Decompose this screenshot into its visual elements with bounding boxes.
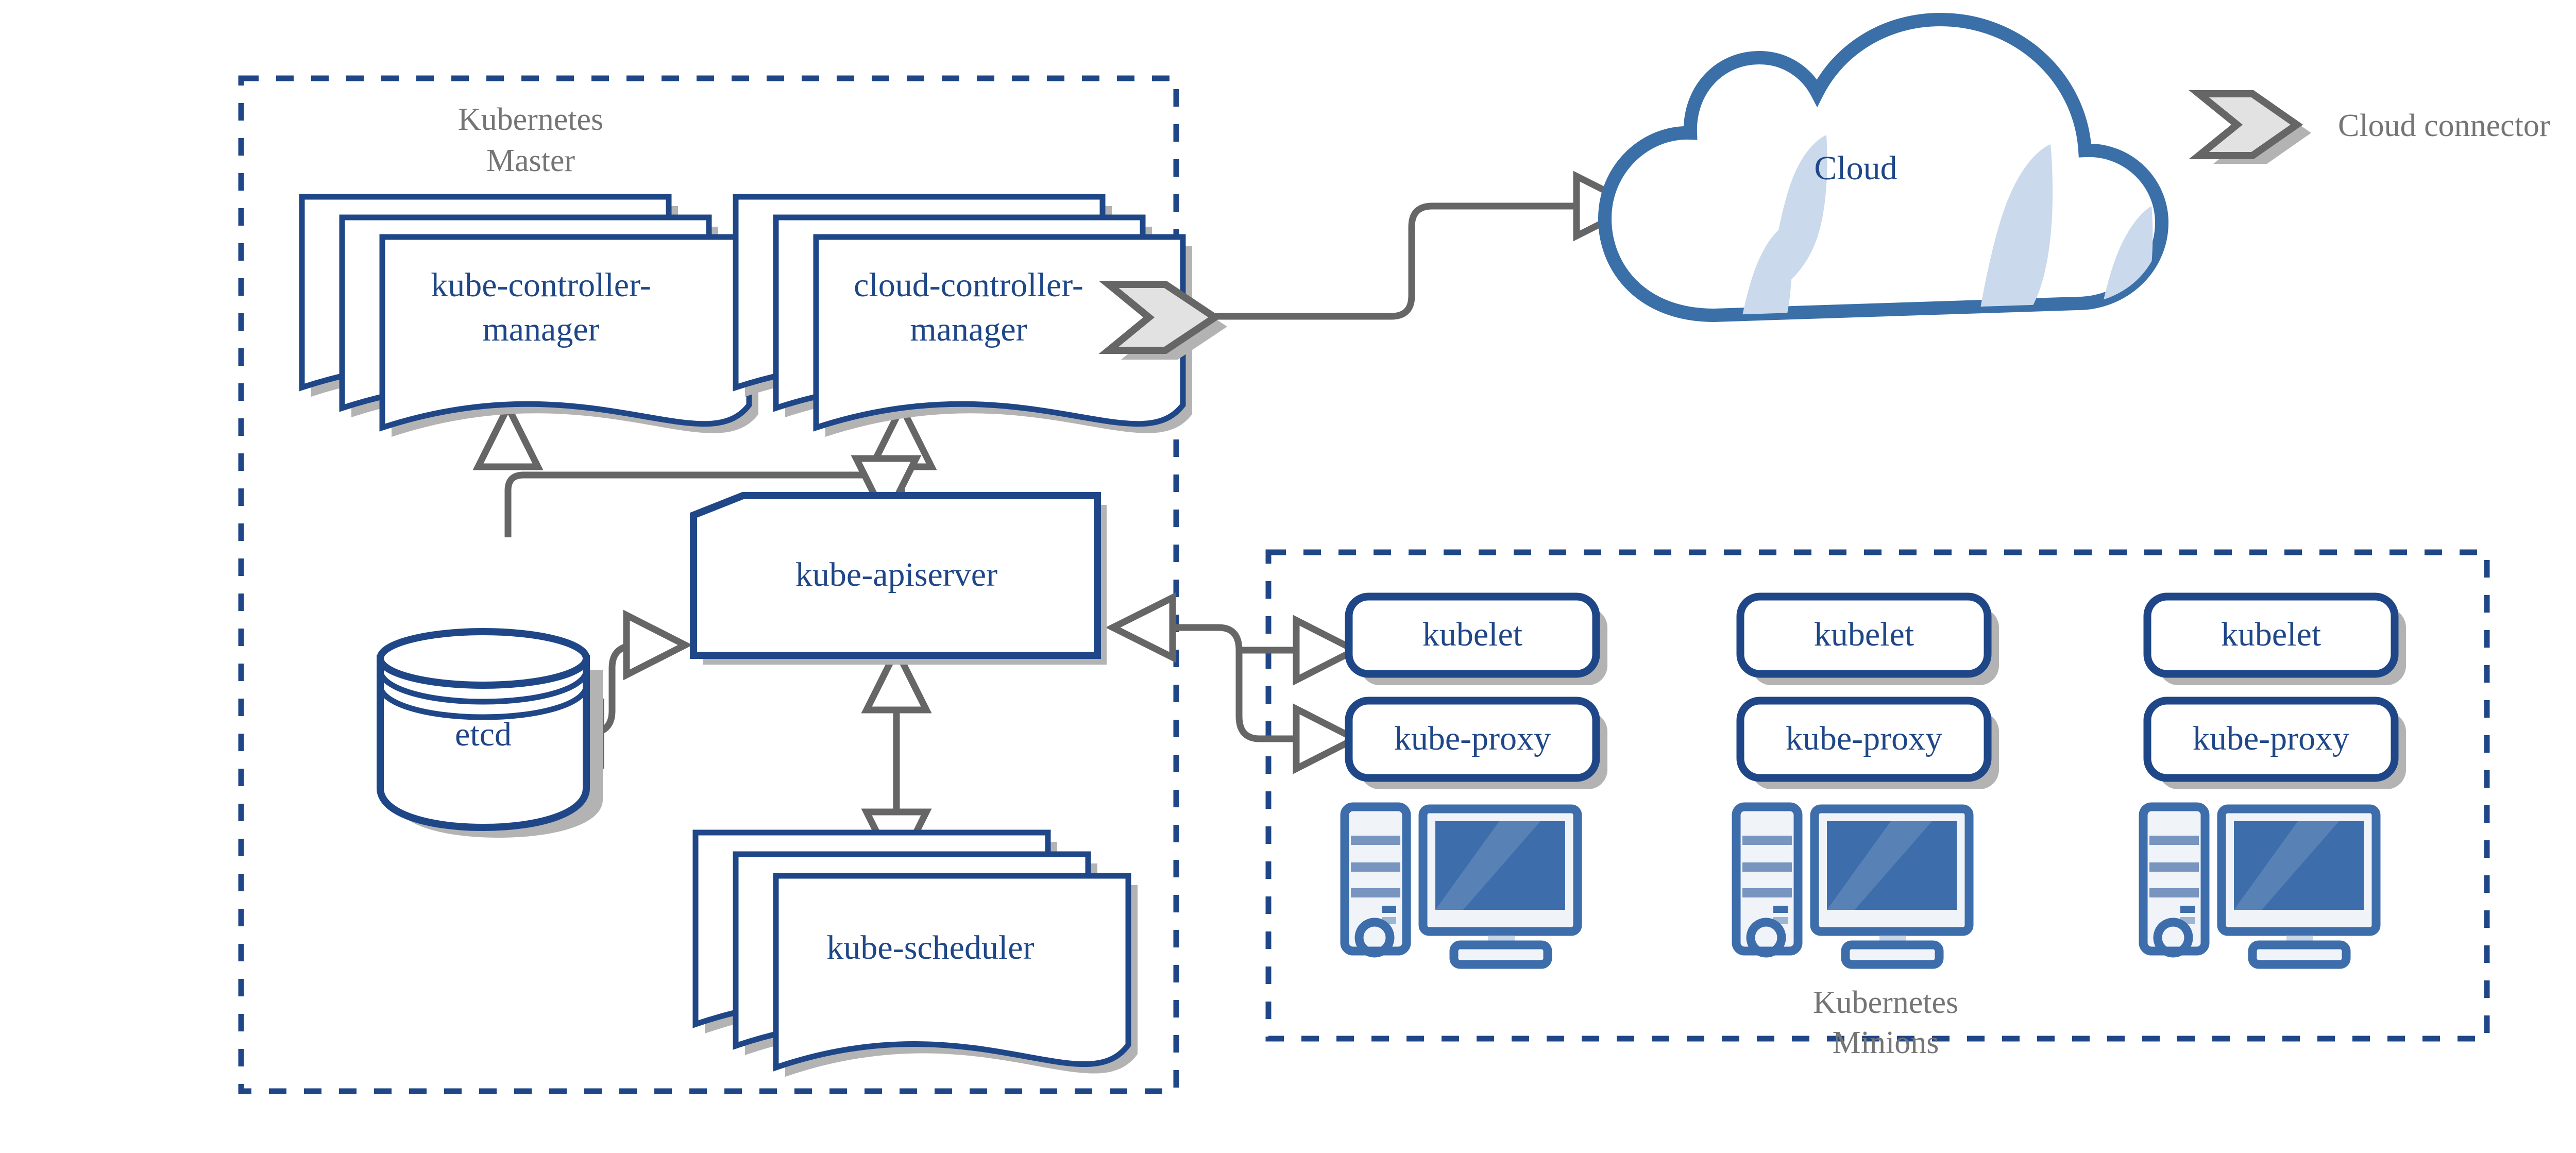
etcd-label: etcd <box>455 716 512 753</box>
kube-apiserver-box <box>690 492 1101 659</box>
minion-1-kubelet-box[interactable] <box>1345 592 1600 678</box>
kube-controller-manager-label-line1: kube-controller- <box>431 266 651 304</box>
connector-apiserver-to-controller-managers <box>472 399 937 537</box>
etcd-cylinder-top <box>377 628 590 689</box>
minion-2-desktop-computer-icon <box>1732 802 1974 969</box>
arrowhead-open-apiserver-in <box>623 609 693 681</box>
minion-2-kubelet-label: kubelet <box>1814 616 1914 653</box>
arrowhead-open-up-apiserver <box>861 642 932 714</box>
cloud-controller-manager-label-line2: manager <box>910 311 1027 348</box>
minion-3-kubelet-box[interactable] <box>2143 592 2399 678</box>
chevron-connector-icon <box>2189 90 2303 159</box>
etcd-ring-2 <box>377 685 589 720</box>
kube-controller-manager-label-line2: manager <box>482 311 599 348</box>
minion-1-kubeproxy-box[interactable] <box>1345 697 1600 782</box>
minion-2-kubeproxy-label: kube-proxy <box>1786 720 1942 757</box>
minion-node-2: kubelet kube-proxy <box>1732 592 1999 969</box>
arrowhead-open-down-apiserver <box>851 455 922 526</box>
cloud-connector-icon[interactable] <box>1098 281 1222 354</box>
etcd-ring-1 <box>377 669 589 705</box>
minion-node-3: kubelet kube-proxy <box>2139 592 2406 969</box>
minion-3-kubeproxy-label: kube-proxy <box>2193 720 2349 757</box>
node-kube-controller-manager[interactable]: kube-controller- manager <box>299 194 758 437</box>
kube-apiserver-label: kube-apiserver <box>795 556 997 594</box>
minion-node-1: kubelet kube-proxy <box>1340 592 1607 969</box>
cloud-controller-manager-label-line1: cloud-controller- <box>854 266 1083 304</box>
kubernetes-master-group-border <box>238 75 1179 1094</box>
arrowhead-open-kubelet <box>1293 615 1363 686</box>
kube-scheduler-label: kube-scheduler <box>826 929 1034 967</box>
arrowhead-open-kubeproxy <box>1293 703 1363 774</box>
cloud-shape: Cloud <box>1598 12 2169 323</box>
minions-group-label-line1: Kubernetes <box>1813 985 1958 1020</box>
arrowhead-open-up-kcm <box>472 399 544 470</box>
minion-1-desktop-computer-icon <box>1340 802 1582 969</box>
minion-2-kubeproxy-box[interactable] <box>1736 697 1992 782</box>
minions-group-label-line2: Minions <box>1833 1025 1939 1060</box>
connector-apiserver-minion-agents <box>1105 592 1363 774</box>
master-group-label-line2: Master <box>486 143 575 178</box>
connector-ccm-to-cloud <box>1213 171 1643 320</box>
minion-3-kubelet-label: kubelet <box>2221 616 2321 653</box>
minion-3-kubeproxy-box[interactable] <box>2143 697 2399 782</box>
node-kube-scheduler[interactable]: kube-scheduler <box>692 829 1138 1077</box>
legend-cloud-connector: Cloud connector <box>2189 90 2550 164</box>
kubernetes-minions-group-border <box>1265 549 2490 1042</box>
node-kube-apiserver[interactable]: kube-apiserver <box>690 492 1107 665</box>
minion-1-kubelet-label: kubelet <box>1422 616 1522 653</box>
legend-cloud-connector-label: Cloud connector <box>2338 108 2550 143</box>
arrowhead-open-left-apiserver <box>1105 592 1176 663</box>
cloud-label: Cloud <box>1814 149 1897 187</box>
minion-2-kubelet-box[interactable] <box>1736 592 1992 678</box>
minion-3-desktop-computer-icon <box>2139 802 2381 969</box>
master-group-label-line1: Kubernetes <box>458 102 603 137</box>
node-cloud-controller-manager[interactable]: cloud-controller- manager <box>733 194 1227 437</box>
node-etcd[interactable]: etcd <box>377 628 603 838</box>
minion-1-kubeproxy-label: kube-proxy <box>1394 720 1551 757</box>
etcd-cylinder-body <box>377 655 590 832</box>
